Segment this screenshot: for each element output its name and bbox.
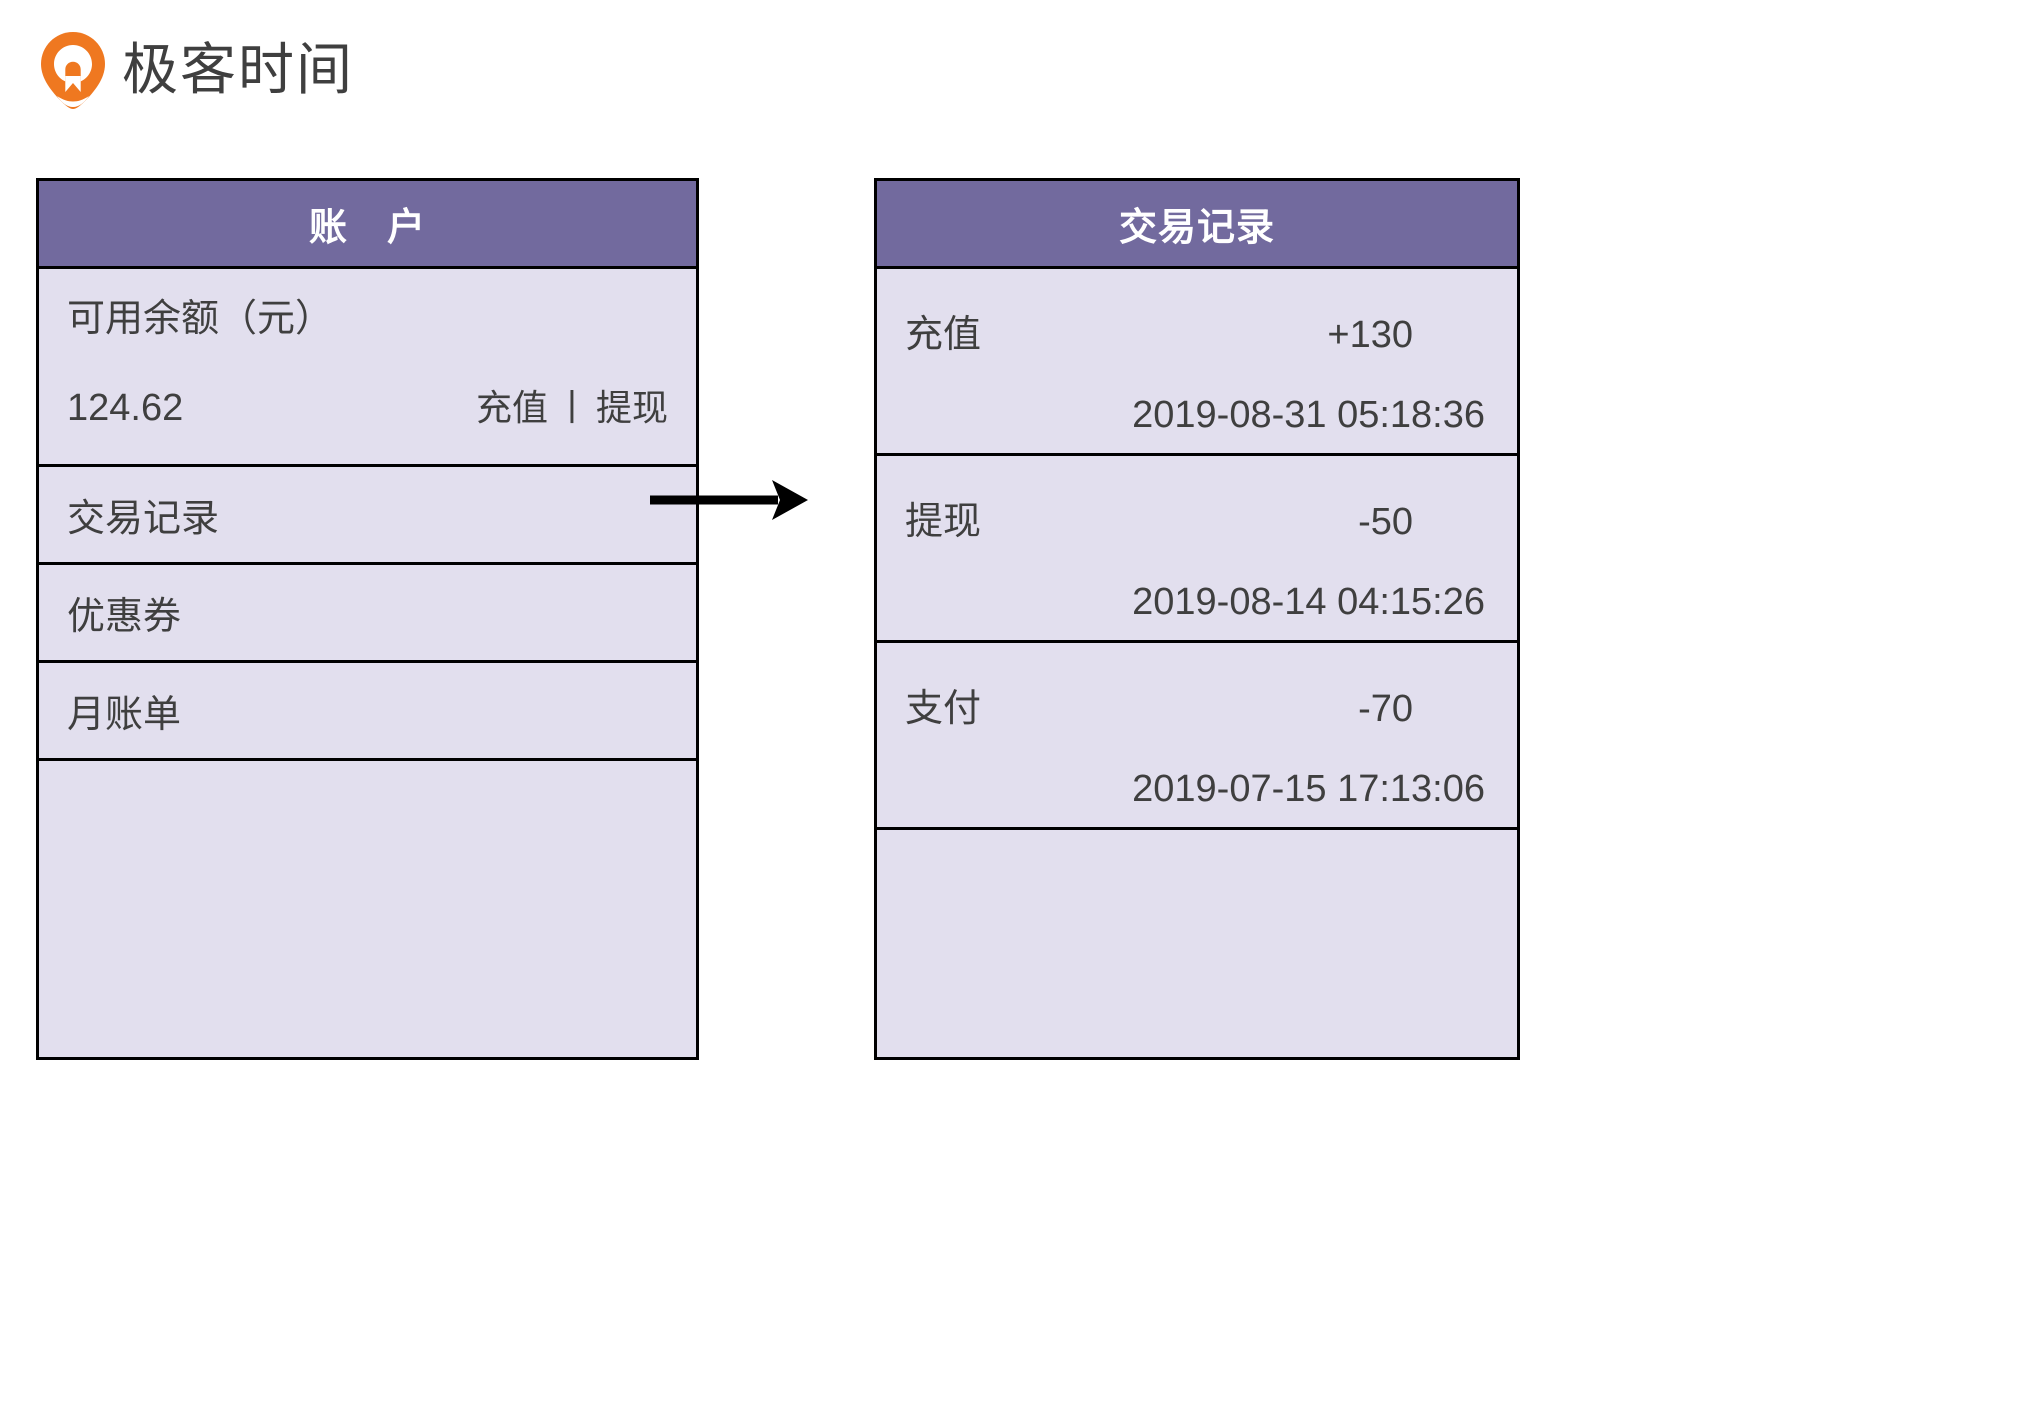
withdraw-link[interactable]: 提现 — [595, 386, 668, 428]
balance-label: 可用余额（元） — [67, 298, 334, 340]
sidebar-item-label: 交易记录 — [67, 498, 220, 540]
transaction-summary: 提现 -50 — [905, 490, 1485, 545]
brand-name: 极客时间 — [122, 38, 354, 101]
transaction-summary: 支付 -70 — [905, 677, 1485, 732]
balance-amount: 124.62 — [67, 386, 184, 429]
transaction-amount: -70 — [1358, 688, 1413, 730]
transaction-panel-empty-area — [877, 830, 1517, 1057]
transaction-datetime: 2019-08-14 04:15:26 — [1132, 581, 1485, 623]
sidebar-item-monthly-bill[interactable]: 月账单 — [39, 663, 696, 761]
transaction-summary: 充值 +130 — [905, 303, 1485, 358]
account-panel-title: 账 户 — [308, 207, 426, 249]
transaction-amount: -50 — [1358, 501, 1413, 543]
table-row[interactable]: 提现 -50 2019-08-14 04:15:26 — [877, 456, 1517, 643]
transaction-datetime: 2019-08-31 05:18:36 — [1132, 394, 1485, 436]
sidebar-item-label: 优惠券 — [67, 596, 182, 638]
recharge-link[interactable]: 充值 — [475, 386, 548, 428]
transaction-panel-body: 充值 +130 2019-08-31 05:18:36 提现 -50 2019-… — [877, 269, 1517, 1057]
balance-actions: 充值丨提现 — [476, 379, 668, 431]
action-separator: 丨 — [553, 386, 590, 428]
transaction-amount: +130 — [1327, 314, 1413, 356]
sidebar-item-coupons[interactable]: 优惠券 — [39, 565, 696, 663]
transaction-type: 提现 — [905, 501, 982, 543]
geek-time-pin-logo-icon — [41, 32, 105, 109]
transaction-panel-title: 交易记录 — [1118, 207, 1275, 249]
sidebar-item-label: 月账单 — [67, 694, 182, 736]
transaction-panel-header: 交易记录 — [877, 181, 1517, 269]
table-row[interactable]: 充值 +130 2019-08-31 05:18:36 — [877, 269, 1517, 456]
transaction-panel: 交易记录 充值 +130 2019-08-31 05:18:36 提现 -50 … — [874, 178, 1520, 1060]
right-arrow-icon — [650, 480, 808, 520]
sidebar-item-transactions[interactable]: 交易记录 — [39, 467, 696, 565]
balance-line: 124.62 充值丨提现 — [67, 379, 668, 431]
balance-row: 可用余额（元） 124.62 充值丨提现 — [39, 269, 696, 467]
account-panel-body: 可用余额（元） 124.62 充值丨提现 交易记录 优惠券 月账单 — [39, 269, 696, 1057]
brand-logo: 极客时间 — [40, 30, 354, 110]
transaction-type: 充值 — [905, 314, 982, 356]
transaction-type: 支付 — [905, 688, 982, 730]
account-panel-header: 账 户 — [39, 181, 696, 269]
account-panel-empty-area — [39, 761, 696, 1057]
table-row[interactable]: 支付 -70 2019-07-15 17:13:06 — [877, 643, 1517, 830]
account-panel: 账 户 可用余额（元） 124.62 充值丨提现 交易记录 优惠券 月账单 — [36, 178, 699, 1060]
transaction-datetime: 2019-07-15 17:13:06 — [1132, 768, 1485, 810]
